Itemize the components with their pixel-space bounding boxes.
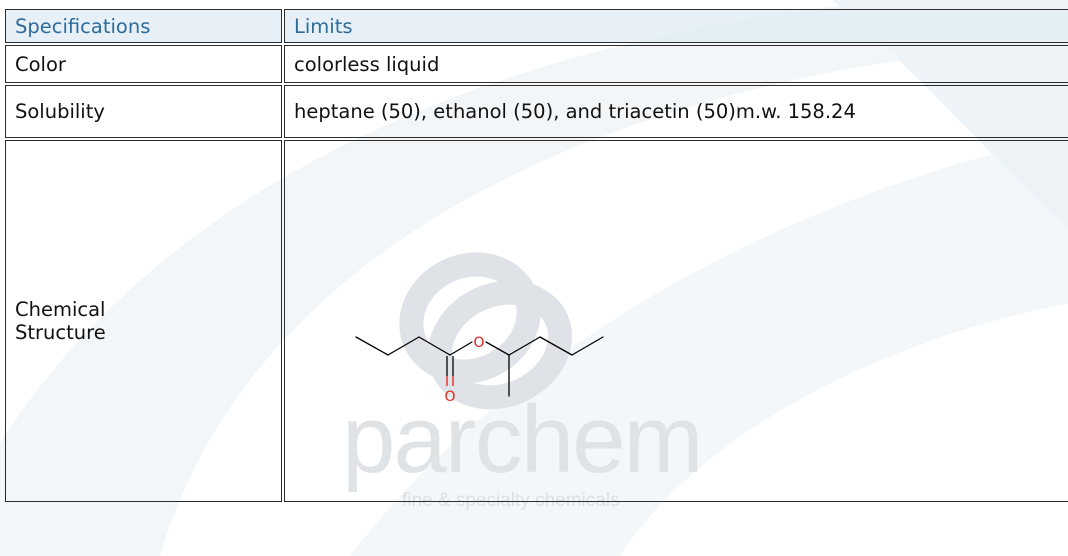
header-specifications: Specifications xyxy=(5,9,282,43)
row-label-chemical-structure: Chemical Structure xyxy=(5,140,282,502)
row-label-color: Color xyxy=(5,45,282,83)
table-row: Chemical Structure xyxy=(5,140,1068,502)
watermark-tagline: fine & specialty chemicals xyxy=(402,490,620,511)
specifications-table: Specifications Limits Color colorless li… xyxy=(3,7,1068,504)
watermark-brand: parchem xyxy=(342,386,703,493)
table-row: Color colorless liquid xyxy=(5,45,1068,83)
row-value-color: colorless liquid xyxy=(284,45,1068,83)
table-row: Solubility heptane (50), ethanol (50), a… xyxy=(5,85,1068,138)
row-value-solubility: heptane (50), ethanol (50), and triaceti… xyxy=(284,85,1068,138)
row-label-solubility: Solubility xyxy=(5,85,282,138)
table-header-row: Specifications Limits xyxy=(5,9,1068,43)
row-value-chemical-structure xyxy=(284,140,1068,502)
header-limits: Limits xyxy=(284,9,1068,43)
